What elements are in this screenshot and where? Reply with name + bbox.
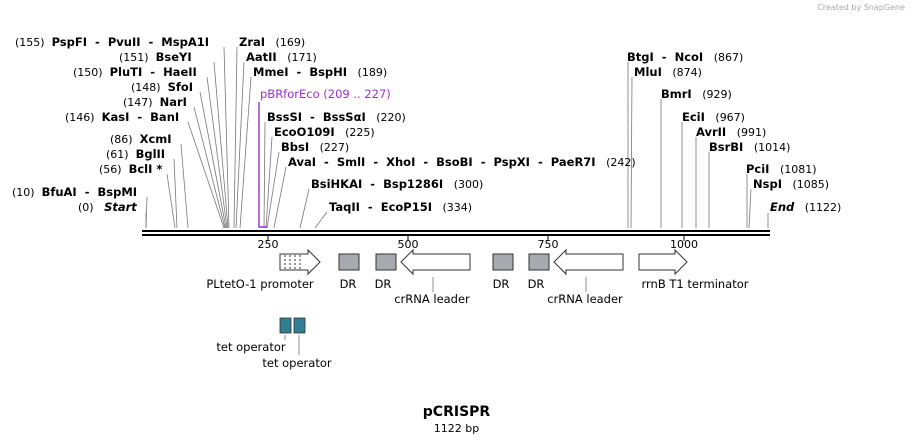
site-leader-line [266,151,280,229]
ruler-tick-label: 500 [398,238,419,251]
site-label[interactable]: BmrI (929) [661,87,732,101]
site-label[interactable]: BsrBI (1014) [709,140,790,154]
plasmid-name: pCRISPR [422,404,491,420]
site-label[interactable]: ZraI (169) [239,35,305,49]
site-label[interactable]: AatII (171) [246,50,317,64]
ruler-tick-label: 750 [538,238,559,251]
end-label: End (1122) [770,200,841,214]
leader-arrow [400,248,471,276]
site-leader-line [273,166,287,229]
site-label[interactable]: (150) PluTI - HaeII [73,65,197,79]
site-label[interactable]: (151) BseYI [119,50,192,64]
terminator-arrow [638,248,688,276]
feature-label[interactable]: rrnB T1 terminator [642,277,749,291]
site-label[interactable]: TaqII - EcoP15I (334) [329,200,472,214]
site-leader-line [263,121,266,229]
site-leader-line [173,158,178,229]
feature-label[interactable]: tet operator [262,356,331,370]
site-leader-line [235,61,245,229]
snapgene-watermark: Created by SnapGene [817,3,905,12]
site-leader-line [233,46,238,229]
site-label[interactable]: MmeI - BspHI (189) [253,65,387,79]
ruler-tick-label: 250 [258,238,279,251]
site-label[interactable]: AvrII (991) [696,125,766,139]
site-label[interactable]: MluI (874) [634,65,702,79]
site-leader-line [180,143,189,229]
operator-box [279,317,292,334]
dr-box [492,253,514,271]
site-label[interactable]: PciI (1081) [746,162,817,176]
site-label[interactable]: AvaI - SmlI - XhoI - BsoBI - PspXI - Pae… [288,155,636,169]
feature-label[interactable]: DR [340,277,357,291]
start-label: (0) Start [78,200,137,214]
feature-label[interactable]: DR [528,277,545,291]
plasmid-length: 1122 bp [433,422,480,435]
site-leader-line [239,76,252,229]
primer-label: pBRforEco (209 .. 227) [260,87,391,101]
site-leader-line [166,173,176,229]
leader-arrow [553,248,624,276]
site-leader-line [630,76,633,229]
site-label[interactable]: (56) BclI * [99,162,162,176]
site-leader-line [187,121,225,229]
site-label[interactable]: (10) BfuAI - BspMI [12,185,137,199]
dr-box [375,253,397,271]
promoter-feature [279,248,321,276]
site-label[interactable]: (86) XcmI [110,132,172,146]
site-label[interactable]: EciI (967) [682,110,745,124]
site-leader-line [748,188,752,229]
site-label[interactable]: BbsI (227) [281,140,349,154]
site-label[interactable]: NspI (1085) [753,177,829,191]
site-label[interactable]: BsiHKAI - Bsp1286I (300) [311,177,483,191]
site-leader-line [223,46,230,229]
site-leader-line [265,136,273,229]
site-label[interactable]: BtgI - NcoI (867) [627,50,743,64]
dr-box [528,253,550,271]
site-leader-line [213,61,229,229]
site-label[interactable]: BssSI - BssSαI (220) [267,110,406,124]
primer-arrow [258,102,267,228]
site-label[interactable]: EcoO109I (225) [274,125,375,139]
site-leader-line [314,211,328,229]
ruler-tick-label: 1000 [670,238,698,251]
site-leader-line [199,91,227,229]
site-label[interactable]: (61) BglII [106,147,165,161]
site-leader-line [299,188,310,229]
feature-label[interactable]: crRNA leader [547,292,623,306]
feature-label[interactable]: crRNA leader [394,292,470,306]
operator-box [293,317,306,334]
feature-label[interactable]: DR [493,277,510,291]
site-label[interactable]: (148) SfoI [131,80,193,94]
site-label[interactable]: (155) PspFI - PvuII - MspA1I [15,35,209,49]
dr-box [338,253,360,271]
site-label[interactable]: (147) NarI [123,95,187,109]
site-label[interactable]: (146) KasI - BanI [65,110,179,124]
feature-label[interactable]: PLtetO-1 promoter [206,277,314,291]
site-leader-line [193,106,226,229]
site-leader-line [206,76,228,229]
feature-label[interactable]: DR [375,277,392,291]
feature-label[interactable]: tet operator [216,340,285,354]
